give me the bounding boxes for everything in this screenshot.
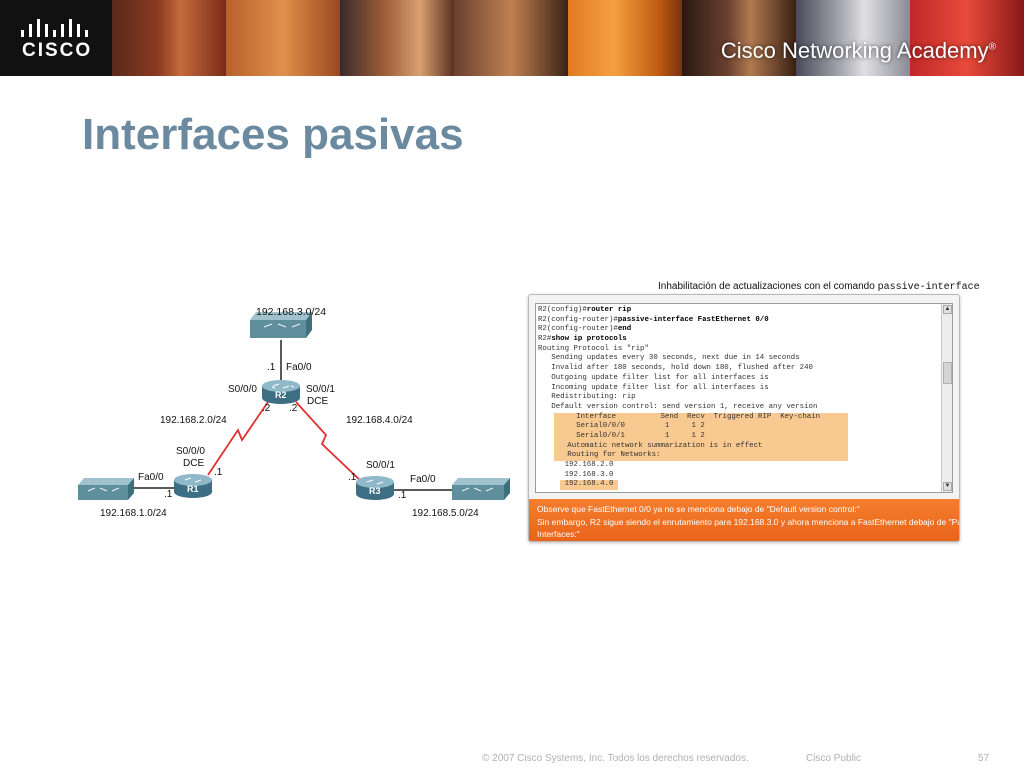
console-line: 192.168.3.0	[538, 470, 614, 479]
router-name-r3: R3	[369, 486, 381, 496]
switch-icon	[452, 478, 510, 500]
network-label-top: 192.168.3.0/24	[256, 306, 327, 318]
console-line: Redistributing: rip	[538, 393, 636, 402]
console-line: Invalid after 180 seconds, hold down 180…	[538, 364, 813, 373]
switch-icon	[78, 478, 134, 500]
console-line-highlighted: 192.168.4.0	[560, 480, 618, 491]
router-icon	[262, 380, 300, 404]
interface-ip-label: .1	[214, 467, 223, 478]
academy-brand-text: Cisco Networking Academy	[720, 38, 989, 63]
console-line: Outgoing update filter list for all inte…	[538, 373, 769, 382]
registered-mark: ®	[988, 41, 996, 53]
note-line: Observe que FastEthernet 0/0 ya no se me…	[537, 504, 860, 514]
interface-ip-label: .1	[398, 490, 407, 501]
page-title: Interfaces pasivas	[82, 110, 464, 159]
academy-brand: Cisco Networking Academy®	[721, 38, 996, 64]
topology-svg	[78, 312, 510, 500]
banner-photo	[340, 0, 454, 76]
console-line: 192.168.2.0	[538, 461, 614, 469]
scroll-up-arrow-icon[interactable]: ▲	[943, 305, 952, 314]
router-icon	[174, 474, 212, 498]
note-line: Interfaces:"	[537, 529, 580, 539]
footer-classification: Cisco Public	[806, 753, 862, 764]
router-icon	[356, 476, 394, 500]
interface-ip-label: .2	[262, 403, 271, 414]
panel-caption-command: passive-interface	[877, 282, 980, 293]
console-lines: R2(config)#router rip R2(config-router)#…	[538, 306, 938, 491]
panel-caption-text: Inhabilitación de actualizaciones con el…	[658, 281, 878, 292]
interface-label: Fa0/0	[410, 474, 436, 485]
banner-photo	[112, 0, 226, 76]
console-line-highlighted: Serial0/0/1 1 1 2	[538, 431, 938, 442]
scroll-thumb[interactable]	[943, 362, 952, 384]
banner-photo	[568, 0, 682, 76]
photo-strip	[112, 0, 1024, 76]
cisco-bars-icon	[21, 19, 88, 37]
cisco-logo-text: CISCO	[22, 40, 93, 61]
console-line: Incoming update filter list for all inte…	[538, 383, 769, 392]
banner-photo	[226, 0, 340, 76]
console-output: R2(config)#router rip R2(config-router)#…	[535, 303, 953, 493]
cisco-logo: CISCO	[0, 0, 112, 76]
note-line: Sin embargo, R2 sigue siendo el enrutami…	[537, 516, 960, 527]
network-label-left-link: 192.168.2.0/24	[160, 415, 227, 426]
interface-label: Fa0/0	[138, 472, 164, 483]
switch-icon	[250, 312, 312, 338]
network-label-left: 192.168.1.0/24	[100, 508, 167, 519]
footer-copyright: © 2007 Cisco Systems, Inc. Todos los der…	[482, 753, 749, 764]
interface-ip-label: .2	[289, 403, 298, 414]
console-line: Sending updates every 30 seconds, next d…	[538, 354, 800, 363]
console-panel: R2(config)#router rip R2(config-router)#…	[528, 294, 960, 542]
interface-label: S0/0/0	[176, 446, 205, 457]
console-line-highlighted: Interface Send Recv Triggered RIP Key-ch…	[538, 412, 938, 423]
network-topology-diagram: 192.168.3.0/24 .1 Fa0/0 S0/0/0 S0/0/1 DC…	[70, 290, 520, 530]
banner-photo	[682, 0, 796, 76]
console-scrollbar[interactable]: ▲ ▼	[941, 304, 952, 492]
interface-label: S0/0/1	[306, 384, 335, 395]
router-name-r2: R2	[275, 390, 287, 400]
console-line: R2(config)#router rip	[538, 306, 632, 314]
console-line: R2(config-router)#passive-interface Fast…	[538, 315, 769, 324]
router-name-r1: R1	[187, 484, 199, 494]
serial-link-r1-r2	[207, 401, 269, 476]
panel-caption: Inhabilitación de actualizaciones con el…	[658, 281, 980, 293]
interface-ip-label: .1	[267, 362, 276, 373]
scroll-down-arrow-icon[interactable]: ▼	[943, 482, 952, 491]
console-line-highlighted: Routing for Networks:	[538, 451, 938, 462]
console-line: Routing Protocol is "rip"	[538, 344, 649, 353]
explanation-note: Observe que FastEthernet 0/0 ya no se me…	[529, 499, 959, 541]
banner-photo	[454, 0, 568, 76]
network-label-right: 192.168.5.0/24	[412, 508, 479, 519]
interface-label: S0/0/0	[228, 384, 257, 395]
interface-label: Fa0/0	[286, 362, 312, 373]
interface-ip-label: .1	[348, 472, 357, 483]
serial-link-r2-r3	[295, 401, 363, 483]
footer-page-number: 57	[978, 753, 990, 764]
interface-label: S0/0/1	[366, 460, 395, 471]
console-line: Default version control: send version 1,…	[538, 402, 818, 411]
dce-label: DCE	[183, 458, 205, 469]
console-line: R2(config-router)#end	[538, 325, 632, 334]
network-label-right-link: 192.168.4.0/24	[346, 415, 413, 426]
console-line: R2#show ip protocols	[538, 335, 627, 344]
banner-photo	[796, 0, 910, 76]
console-line-highlighted: Serial0/0/0 1 1 2	[538, 422, 938, 432]
console-line-highlighted: Automatic network summarization is in ef…	[538, 441, 938, 452]
banner-photo	[910, 0, 1024, 76]
header-banner: CISCO Cisco Networking Academy®	[0, 0, 1024, 76]
dce-label: DCE	[307, 396, 329, 407]
interface-ip-label: .1	[164, 489, 173, 500]
